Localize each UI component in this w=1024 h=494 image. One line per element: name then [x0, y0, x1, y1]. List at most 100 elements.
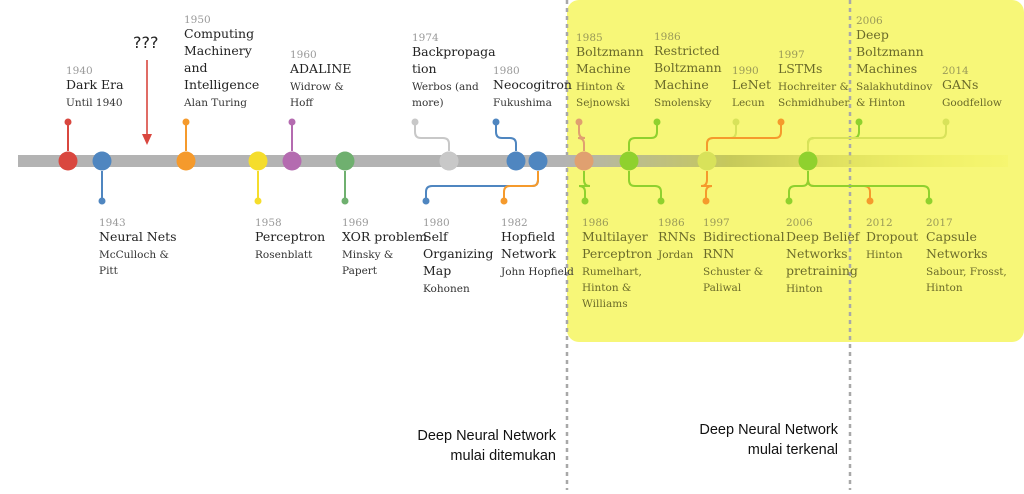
- stub-dot-bot-8: [785, 197, 793, 205]
- event-top-2-author-1: Hoff: [290, 97, 314, 109]
- event-dot-bot-0: [92, 151, 112, 171]
- connector-top-8: [706, 122, 782, 151]
- event-bot-3-title-0: Self: [423, 229, 449, 244]
- event-bot-5-title-0: Multilayer: [582, 229, 648, 244]
- event-top-0-title-0: Dark Era: [66, 77, 124, 92]
- event-top-1-title-1: Machinery: [184, 43, 253, 58]
- event-bot-1-author-0: Rosenblatt: [255, 249, 313, 261]
- event-bot-7-author-0: Schuster &: [703, 266, 763, 278]
- event-bot-10-author-0: Sabour, Frosst,: [926, 266, 1007, 278]
- event-dot-top-6: [619, 151, 639, 171]
- stub-dot-top-10: [942, 118, 950, 126]
- event-bot-5-author-0: Rumelhart,: [582, 266, 642, 278]
- event-top-6-title-0: Restricted: [654, 43, 720, 58]
- event-dot-backprop: [439, 151, 459, 171]
- stub-dot-top-5: [575, 118, 583, 126]
- stub-dot-bot-6: [657, 197, 665, 205]
- note-discovered-line-2: mulai ditemukan: [450, 448, 556, 464]
- highlight-region: [567, 0, 1024, 342]
- event-dot-top-9: [798, 151, 818, 171]
- event-top-2-title-0: ADALINE: [289, 61, 351, 76]
- event-bot-8-title-2: pretraining: [786, 263, 858, 278]
- event-bot-0-title-0: Neural Nets: [99, 229, 177, 244]
- event-top-10-title-0: GANs: [942, 77, 978, 92]
- event-top-0-author-0: Until 1940: [66, 97, 123, 109]
- event-bot-0-author-1: Pitt: [99, 265, 119, 277]
- event-bot-9-year: 2012: [866, 217, 893, 229]
- event-bot-7-title-1: RNN: [703, 246, 734, 261]
- event-bot-7-author-1: Paliwal: [703, 282, 742, 294]
- event-top-4-year: 1980: [493, 65, 520, 77]
- event-top-3-author-1: more): [412, 97, 444, 109]
- event-top-5-title-1: Machine: [576, 61, 631, 76]
- event-top-6-year: 1986: [654, 31, 681, 43]
- stub-dot-top-7: [732, 118, 740, 126]
- stub-dot-bot-7: [702, 197, 710, 205]
- event-top-10-year: 2014: [942, 65, 969, 77]
- event-bot-1-year: 1958: [255, 217, 282, 229]
- event-dot-top-1: [176, 151, 196, 171]
- event-bot-8-title-1: Networks: [786, 246, 848, 261]
- event-bot-0-author-0: McCulloch &: [99, 249, 169, 261]
- stub-dot-bot-1: [254, 197, 262, 205]
- event-bot-6-year: 1986: [658, 217, 685, 229]
- event-top-9-title-2: Machines: [856, 61, 917, 76]
- note-discovered-line-1: Deep Neural Network: [417, 428, 556, 444]
- event-bot-2-author-0: Minsky &: [342, 249, 393, 261]
- event-label-top-9: 2006DeepBoltzmannMachinesSalakhutdinov& …: [856, 15, 932, 109]
- event-dot-top-5: [574, 151, 594, 171]
- event-top-8-author-1: Schmidhuber: [778, 97, 850, 109]
- event-bot-10-year: 2017: [926, 217, 953, 229]
- event-bot-4-title-1: Network: [501, 246, 557, 261]
- event-bot-4-title-0: Hopfield: [501, 229, 555, 244]
- connector-top-4: [495, 122, 517, 151]
- connector-bot-6: [628, 171, 662, 201]
- connector-bot-4: [503, 171, 539, 201]
- stub-dot-top-8: [777, 118, 785, 126]
- event-top-1-title-2: and: [184, 60, 208, 75]
- note-known-line-1: Deep Neural Network: [699, 422, 838, 438]
- event-bot-7-year: 1997: [703, 217, 730, 229]
- event-bot-2-author-1: Papert: [342, 265, 378, 277]
- stub-dot-bot-0: [98, 197, 106, 205]
- connector-top-10: [807, 122, 947, 151]
- stub-dot-top-2: [288, 118, 296, 126]
- event-top-1-title-0: Computing: [184, 26, 254, 41]
- event-dot-top-7: [697, 151, 717, 171]
- event-top-6-title-2: Machine: [654, 77, 709, 92]
- event-bot-10-author-1: Hinton: [926, 282, 963, 294]
- event-top-6-author-0: Smolensky: [654, 97, 712, 109]
- event-bot-4-author-0: John Hopfield: [500, 266, 574, 278]
- event-bot-5-author-2: Williams: [582, 298, 628, 310]
- event-dot-bot-3: [528, 151, 548, 171]
- event-top-2-year: 1960: [290, 49, 317, 61]
- event-dot-top-4: [506, 151, 526, 171]
- event-top-6-title-1: Boltzmann: [654, 60, 722, 75]
- event-dot-bot-2: [335, 151, 355, 171]
- event-bot-5-title-1: Perceptron: [582, 246, 652, 261]
- stub-dot-bot-10: [925, 197, 933, 205]
- event-top-7-year: 1990: [732, 65, 759, 77]
- event-top-9-year: 2006: [856, 15, 883, 27]
- event-top-7-author-0: Lecun: [732, 97, 765, 109]
- event-top-0-year: 1940: [66, 65, 93, 77]
- event-top-1-title-3: Intelligence: [184, 77, 259, 92]
- stub-dot-top-9: [855, 118, 863, 126]
- event-bot-5-author-1: Hinton &: [582, 282, 631, 294]
- stub-dot-top-6: [653, 118, 661, 126]
- event-bot-0-year: 1943: [99, 217, 126, 229]
- note-known-line-2: mulai terkenal: [747, 442, 838, 458]
- unknown-arrow-head: [142, 134, 152, 145]
